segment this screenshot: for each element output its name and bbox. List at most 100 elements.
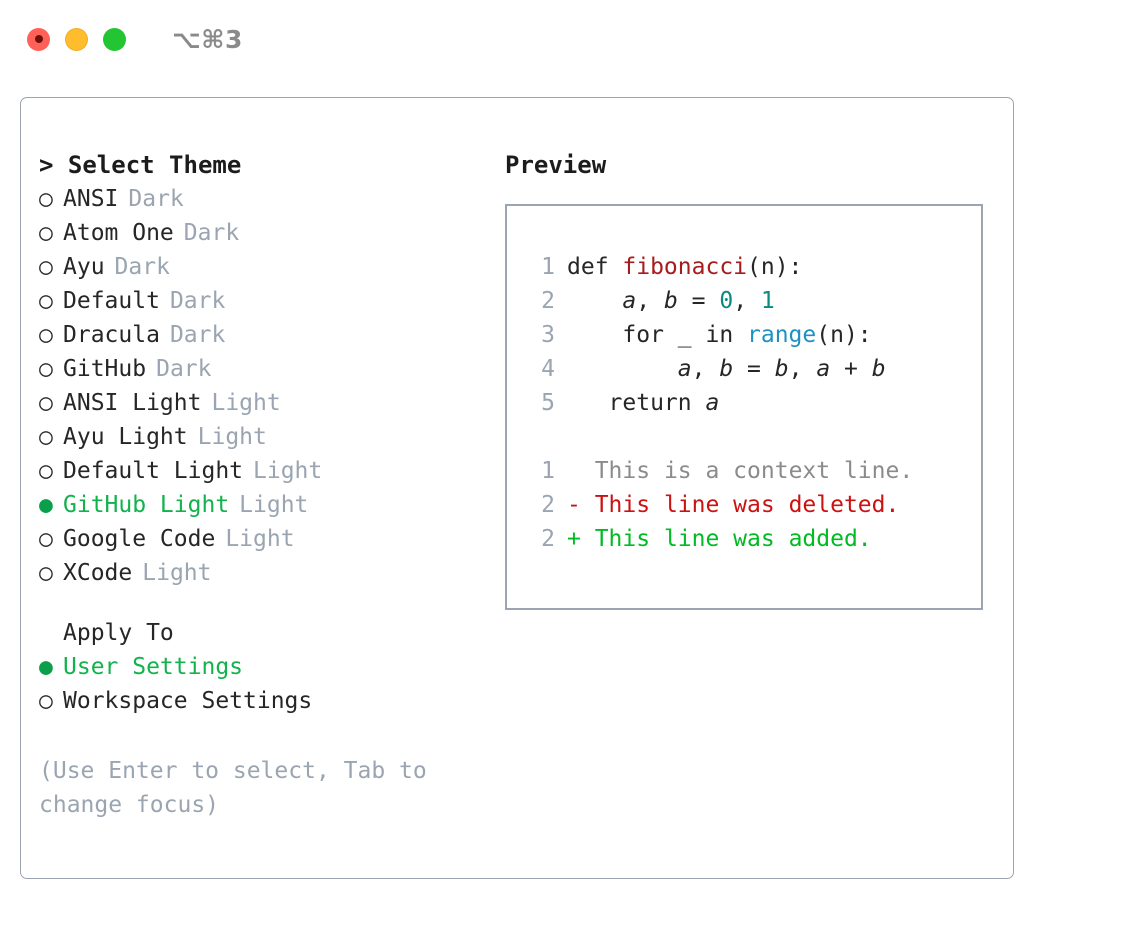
theme-option-label: Ayu <box>63 254 105 280</box>
line-number: 2 <box>541 288 555 314</box>
theme-option-google-code[interactable]: ○ Google Code Light <box>39 522 483 556</box>
theme-option-tag: Dark <box>156 356 212 382</box>
code-token-num: 0 <box>719 288 734 314</box>
code-token-call: range <box>747 322 817 348</box>
radio-unselected-icon: ○ <box>39 288 53 314</box>
line-number: 3 <box>541 322 555 348</box>
theme-option-tag: Dark <box>183 220 240 246</box>
code-line-text: a, b = b, a + b <box>567 352 886 386</box>
code-token-plain: , <box>788 356 817 382</box>
diff-line-ctx: 1 This is a context line. <box>529 454 981 488</box>
radio-unselected-icon: ○ <box>39 390 53 416</box>
diff-line-text: - This line was deleted. <box>567 488 899 522</box>
diff-text: This is a context line. <box>594 458 914 484</box>
code-token-var: b <box>719 356 734 382</box>
code-token-plain: , <box>636 288 664 314</box>
theme-option-tag: Dark <box>169 288 226 314</box>
theme-option-tag: Light <box>225 526 295 552</box>
code-token-var: a <box>622 288 637 314</box>
code-line-text: return a <box>567 386 720 420</box>
select-theme-header: > Select Theme <box>39 151 242 179</box>
diff-marker: + <box>567 526 595 552</box>
minimize-window-button[interactable] <box>65 27 88 51</box>
diff-line-text: This is a context line. <box>567 454 914 488</box>
keyboard-shortcut-label: ⌥⌘3 <box>172 24 243 54</box>
theme-option-ansi[interactable]: ○ ANSI Dark <box>39 182 483 216</box>
maximize-window-button[interactable] <box>103 27 126 51</box>
theme-option-label: GitHub Light <box>63 492 230 518</box>
theme-option-atom-one[interactable]: ○ Atom One Dark <box>39 216 483 250</box>
code-line: 1 def fibonacci(n): <box>529 250 981 284</box>
close-window-button[interactable] <box>27 27 50 51</box>
theme-option-default[interactable]: ○ Default Dark <box>39 284 483 318</box>
code-token-var: a <box>816 356 831 382</box>
theme-option-tag: Light <box>239 492 309 518</box>
radio-unselected-icon: ○ <box>39 186 53 212</box>
theme-option-tag: Dark <box>128 186 184 212</box>
apply-to-option-workspace-settings[interactable]: ○Workspace Settings <box>39 684 483 718</box>
code-line: 4 a, b = b, a + b <box>529 352 981 386</box>
traffic-lights <box>27 27 126 51</box>
code-token-plain: return <box>567 390 706 416</box>
radio-unselected-icon: ○ <box>39 220 53 246</box>
keyboard-hint-text: (Use Enter to select, Tab to change focu… <box>39 758 441 818</box>
code-token-fn: fibonacci <box>622 254 748 280</box>
code-token-plain: = <box>677 288 720 314</box>
code-token-num: 1 <box>760 288 775 314</box>
diff-line-text: + This line was added. <box>567 522 872 556</box>
diff-line-add: 2 + This line was added. <box>529 522 981 556</box>
line-number: 2 <box>541 492 555 518</box>
radio-unselected-icon: ○ <box>39 688 53 714</box>
theme-option-label: Default <box>63 288 160 314</box>
code-line-text: a, b = 0, 1 <box>567 284 775 318</box>
theme-option-label: ANSI <box>63 186 119 212</box>
code-line: 3 for _ in range(n): <box>529 318 981 352</box>
theme-option-label: GitHub <box>63 356 147 382</box>
code-token-var: b <box>663 288 678 314</box>
code-token-plain: for _ in <box>567 322 748 348</box>
code-token-var: b <box>871 356 886 382</box>
radio-unselected-icon: ○ <box>39 560 53 586</box>
theme-option-label: Ayu Light <box>63 424 188 450</box>
preview-header: Preview <box>505 151 607 179</box>
code-blank-line <box>529 420 981 454</box>
code-line-text: def fibonacci(n): <box>567 250 802 284</box>
code-line-text: for _ in range(n): <box>567 318 871 352</box>
theme-option-tag: Light <box>253 458 323 484</box>
theme-option-tag: Light <box>197 424 267 450</box>
apply-to-option-user-settings[interactable]: ●User Settings <box>39 650 483 684</box>
radio-unselected-icon: ○ <box>39 424 53 450</box>
radio-unselected-icon: ○ <box>39 458 53 484</box>
theme-option-label: Atom One <box>63 220 174 246</box>
apply-to-option-label: User Settings <box>63 654 244 680</box>
code-token-var: b <box>774 356 789 382</box>
code-token-plain: , <box>691 356 720 382</box>
radio-unselected-icon: ○ <box>39 322 53 348</box>
line-number: 1 <box>541 254 555 280</box>
theme-option-label: Dracula <box>63 322 160 348</box>
theme-option-label: Google Code <box>63 526 216 552</box>
diff-line-del: 2 - This line was deleted. <box>529 488 981 522</box>
theme-option-tag: Light <box>211 390 281 416</box>
title-bar: ⌥⌘3 <box>0 0 1140 78</box>
theme-option-label: Default Light <box>63 458 244 484</box>
line-number: 2 <box>541 526 555 552</box>
radio-unselected-icon: ○ <box>39 526 53 552</box>
code-token-plain: (n): <box>747 254 803 280</box>
theme-option-label: XCode <box>63 560 133 586</box>
code-token-plain: + <box>830 356 872 382</box>
spacer <box>39 590 483 616</box>
theme-option-tag: Dark <box>114 254 170 280</box>
theme-option-ayu-light[interactable]: ○ Ayu Light Light <box>39 420 483 454</box>
theme-option-default-light[interactable]: ○ Default Light Light <box>39 454 483 488</box>
